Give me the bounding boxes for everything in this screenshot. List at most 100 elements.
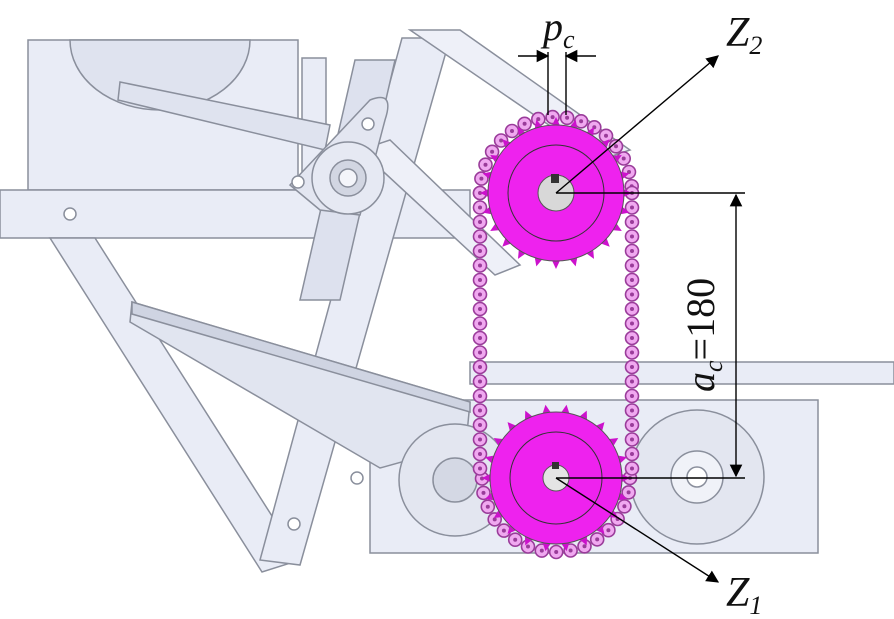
chain-pin (630, 350, 634, 355)
sprocket-tooth (599, 139, 610, 150)
chain-pin (630, 292, 634, 297)
chain-pin (492, 517, 497, 522)
chain-pin (630, 394, 634, 398)
center-distance-subscript: c (699, 360, 728, 372)
chain-pin (478, 205, 482, 210)
chain-pin (478, 365, 482, 369)
chain-pin (622, 504, 627, 509)
bar-hole (287, 517, 301, 531)
chain-pin (536, 117, 541, 122)
chain-pin (627, 170, 631, 174)
left-idler-hub (432, 457, 478, 503)
z1-symbol: Z (726, 570, 750, 616)
z2-label: Z2 (726, 10, 762, 60)
bracket-hole (361, 117, 375, 131)
beam-hole (63, 207, 77, 221)
frame-structure (0, 29, 894, 573)
chain-pin (565, 115, 570, 120)
chain-pin (604, 133, 608, 138)
svg-text:Z1: Z1 (726, 570, 762, 619)
chain-pin (483, 162, 488, 167)
chain-pin (478, 292, 482, 297)
chain-pin (630, 336, 634, 340)
chain-pin (510, 129, 514, 133)
chain-pin (490, 149, 495, 154)
chain-pin (630, 452, 634, 456)
center-distance-label: ac=180 (678, 278, 728, 392)
sprocket-tooth (502, 139, 513, 150)
horizontal-shaft (469, 361, 894, 385)
chain-pin (630, 234, 634, 239)
z2-subscript: 2 (749, 31, 762, 60)
chain-pin (478, 350, 482, 355)
upper-keyway (551, 174, 559, 183)
chain-pin (513, 537, 518, 542)
chain-pin (630, 307, 634, 311)
chain-pin (499, 138, 504, 143)
chain-pin (501, 528, 506, 533)
chain-pin (568, 548, 573, 553)
center-distance-equals: = (678, 338, 723, 361)
chain-pin (478, 249, 482, 253)
chain-pin (478, 408, 482, 413)
sprocket-tooth (599, 236, 610, 247)
chain-pin (478, 263, 482, 268)
chain-pin (478, 423, 482, 427)
z2-leader (555, 55, 719, 194)
chain-pin (630, 408, 634, 413)
pitch-subscript: c (563, 25, 575, 54)
svg-text:ac=180: ac=180 (678, 278, 728, 392)
chain-pin (626, 490, 631, 495)
chain-pin (595, 537, 600, 542)
pitch-label: pc (540, 4, 575, 54)
chain-pin (478, 437, 482, 442)
right-disc-bore (686, 466, 708, 488)
chain-pin (478, 394, 482, 398)
diagonal-strut (48, 237, 302, 573)
chain-pin (630, 423, 634, 427)
chain-pin (621, 156, 626, 161)
chain-pin (630, 365, 634, 369)
chain-pin (630, 466, 634, 471)
chain-pin (485, 504, 490, 509)
center-distance-symbol: a (678, 372, 723, 392)
chain-pin (630, 379, 634, 384)
z1-subscript: 1 (749, 591, 762, 619)
svg-text:pc: pc (540, 4, 575, 54)
center-distance-value: 180 (678, 278, 723, 338)
chain-pin (478, 336, 482, 340)
tensioner-bolt (338, 168, 358, 188)
z1-leader (555, 477, 720, 583)
chain-pin (630, 437, 634, 442)
sprocket-tooth (502, 236, 513, 247)
svg-text:Z2: Z2 (726, 10, 762, 60)
chain-pin (539, 548, 544, 553)
pitch-symbol: p (540, 4, 563, 49)
chain-pin (478, 234, 482, 239)
chain-pin (478, 220, 482, 224)
chain-pin (526, 544, 530, 549)
z2-symbol: Z (726, 10, 750, 56)
chain-pin (554, 550, 559, 554)
chain-pin (630, 263, 634, 268)
chain-pin (630, 205, 634, 210)
chain-pin (479, 176, 484, 181)
lever-hole (350, 471, 364, 485)
chain-pin (630, 249, 634, 253)
chain-pin (630, 220, 634, 224)
chain-pin (480, 476, 484, 481)
lower-keyway (552, 462, 559, 469)
chain-pin (630, 321, 634, 326)
dimension-lines (518, 49, 745, 583)
chain-pin (579, 119, 584, 124)
chain-pin (478, 466, 482, 471)
chain-pin (522, 121, 527, 126)
chain-pin (582, 544, 587, 549)
chain-pin (630, 278, 634, 282)
chain-pin (481, 490, 486, 495)
chain-pin (550, 115, 555, 120)
z1-label: Z1 (726, 570, 762, 619)
bracket-hole (291, 175, 305, 189)
chain-pin (606, 528, 611, 533)
